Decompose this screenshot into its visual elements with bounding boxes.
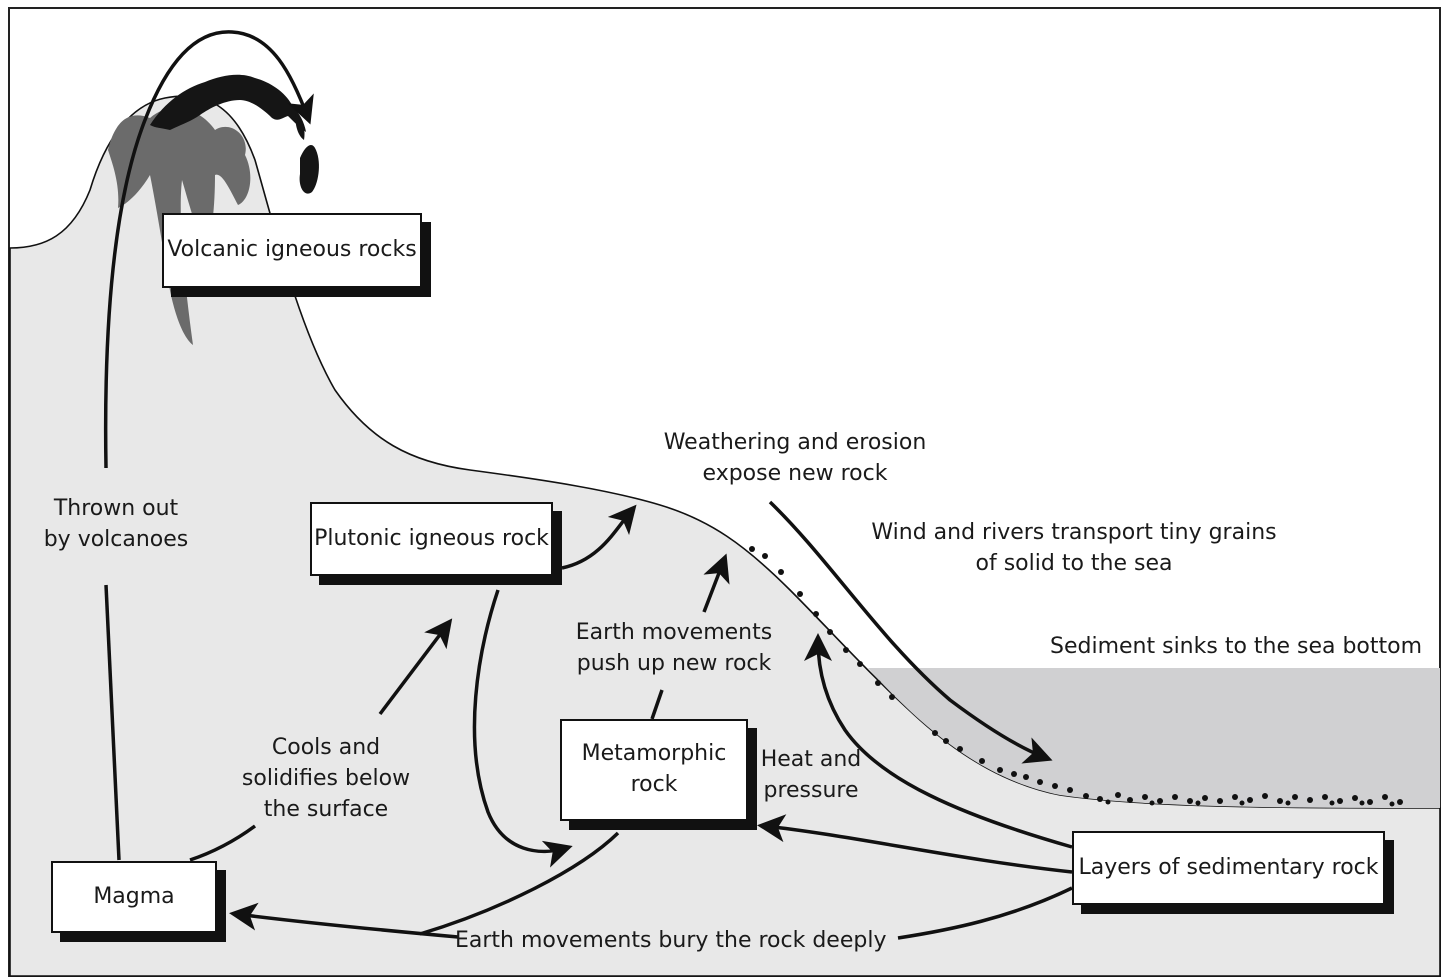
wind-rivers-line2: of solid to the sea — [975, 551, 1173, 577]
magma-box: Magma — [51, 861, 217, 933]
plutonic-to-surface-arrow — [561, 504, 637, 570]
metamorphic-to-push-line — [650, 689, 664, 720]
plutonic-igneous-rock-label: Plutonic igneous rock — [314, 525, 549, 551]
earth-push-line2: push up new rock — [576, 651, 772, 677]
earth-push-label: Earth movements push up new rock — [568, 617, 780, 679]
cools-line2: solidifies below — [241, 766, 411, 792]
plutonic-to-metamorphic-arrow — [472, 589, 573, 868]
cools-line3: the surface — [263, 797, 389, 823]
bury-text: Earth movements bury the rock deeply — [455, 928, 887, 953]
wind-rivers-line1: Wind and rivers transport tiny grains — [871, 520, 1277, 545]
bury-to-magma-arrow — [229, 902, 459, 939]
magma-label: Magma — [93, 883, 175, 909]
weathering-label: Weathering and erosion expose new rock — [650, 427, 940, 489]
weathering-line1: Weathering and erosion — [663, 430, 927, 455]
thrown-out-line1: Thrown out — [53, 496, 179, 521]
sediment-sinks-text: Sediment sinks to the sea bottom — [1050, 634, 1423, 659]
thrown-out-line2: by volcanoes — [43, 527, 189, 553]
sediment-sinks-label: Sediment sinks to the sea bottom — [1050, 631, 1422, 662]
cools-label: Cools and solidifies below the surface — [236, 732, 416, 826]
metamorphic-rock-box: Metamorphic rock — [560, 719, 748, 821]
thrown-out-arrow — [103, 30, 314, 469]
cools-line1: Cools and — [271, 735, 381, 760]
push-up-arrow — [702, 553, 730, 613]
weathering-line2: expose new rock — [702, 461, 888, 487]
plutonic-igneous-rock-box: Plutonic igneous rock — [310, 502, 553, 576]
metamorphic-to-bury-line — [419, 831, 620, 936]
bury-label: Earth movements bury the rock deeply — [455, 925, 887, 956]
cools-to-plutonic-arrow — [378, 618, 453, 716]
sedimentary-to-uplift-arrow — [804, 633, 1073, 849]
earth-push-line1: Earth movements — [575, 620, 773, 645]
weathering-to-sea-arrow — [768, 500, 1053, 764]
sediment-particles — [749, 546, 1403, 807]
sedimentary-to-bury-line — [897, 886, 1073, 940]
metamorphic-label-line2: rock — [630, 772, 678, 797]
magma-to-cools-line — [189, 824, 257, 862]
heat-pressure-label: Heat and pressure — [756, 744, 866, 806]
thrown-out-label: Thrown out by volcanoes — [36, 493, 196, 555]
heat-pressure-line2: pressure — [763, 778, 859, 804]
lava-flow — [150, 74, 306, 132]
magma-to-volcano-line — [104, 584, 121, 861]
heat-pressure-line1: Heat and — [760, 747, 862, 772]
volcanic-igneous-rocks-label: Volcanic igneous rocks — [167, 237, 417, 263]
sedimentary-rock-box: Layers of sedimentary rock — [1072, 831, 1385, 905]
sea-region — [868, 668, 1440, 808]
sedimentary-to-metamorphic-arrow — [757, 814, 1073, 874]
sedimentary-rock-label: Layers of sedimentary rock — [1078, 854, 1379, 880]
volcanic-igneous-rocks-box: Volcanic igneous rocks — [162, 213, 422, 288]
lava-drip — [299, 144, 319, 194]
metamorphic-label-line1: Metamorphic — [581, 741, 727, 767]
wind-rivers-label: Wind and rivers transport tiny grains of… — [868, 517, 1280, 579]
